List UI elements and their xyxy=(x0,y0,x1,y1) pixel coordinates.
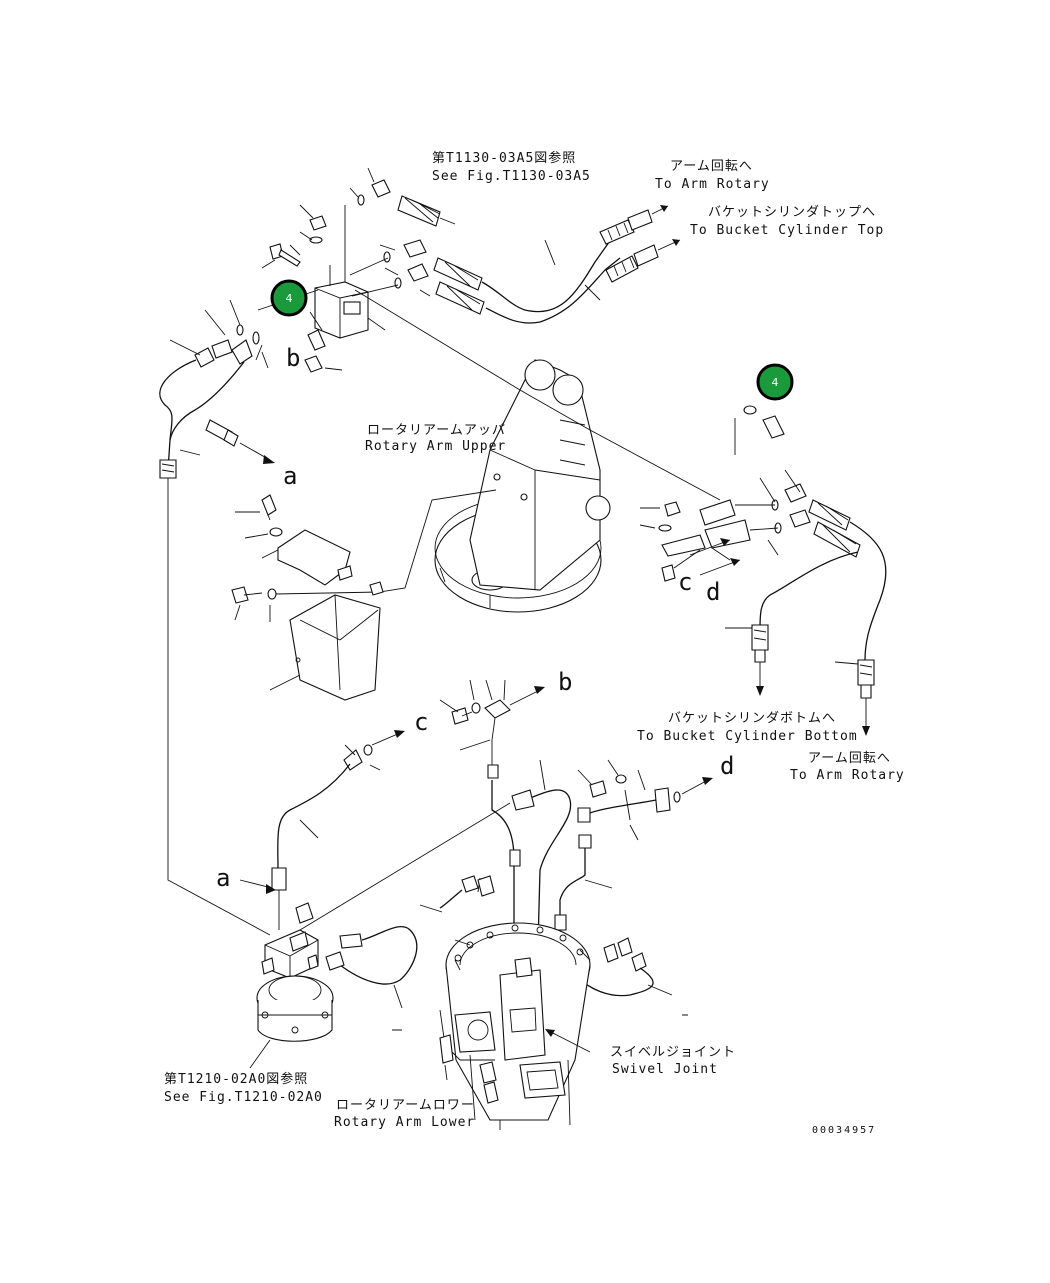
bucket-top-jp: バケットシリンダトップへ xyxy=(708,205,876,220)
rotary-arm-lower xyxy=(439,922,591,1130)
svg-text:4: 4 xyxy=(772,376,779,389)
callout-d-lower: d xyxy=(720,752,734,780)
svg-text:4: 4 xyxy=(286,292,293,305)
rotary-arm-upper xyxy=(354,289,721,613)
rotary-lower-jp: ロータリアームロワー xyxy=(336,1098,475,1113)
ref-top-jp: 第T1130-03A5図参照 xyxy=(432,150,576,166)
swivel-joint-en: Swivel Joint xyxy=(612,1062,718,1077)
bucket-bottom-en: To Bucket Cylinder Bottom xyxy=(637,729,858,744)
item-badge-right[interactable]: 4 xyxy=(756,363,794,401)
left-hose-assembly xyxy=(159,289,319,936)
item-badge-left[interactable]: 4 xyxy=(270,279,308,317)
callout-a-lower: a xyxy=(216,864,230,892)
rotary-lower-en: Rotary Arm Lower xyxy=(334,1115,475,1130)
arm-rotary-top-jp: アーム回転へ xyxy=(670,159,753,174)
callout-a-upper: a xyxy=(283,462,297,490)
ref-top-en: See Fig.T1130-03A5 xyxy=(432,169,591,184)
swing-motor xyxy=(249,929,334,1069)
upper-manifold-assembly xyxy=(261,167,485,373)
callout-d-upper: d xyxy=(706,578,720,606)
bucket-top-en: To Bucket Cylinder Top xyxy=(690,223,884,238)
middle-pipes xyxy=(239,679,713,930)
ref-bottom-en: See Fig.T1210-02A0 xyxy=(164,1090,323,1105)
cover-bracket xyxy=(231,489,497,701)
arm-rotary-top-en: To Arm Rotary xyxy=(655,177,770,192)
rotary-upper-jp: ロータリアームアッパ xyxy=(367,423,506,438)
drawing-number: 00034957 xyxy=(812,1125,876,1136)
rotary-upper-en: Rotary Arm Upper xyxy=(365,439,506,454)
upper-right-hoses xyxy=(481,205,681,324)
lower-hoses xyxy=(295,759,688,1031)
text-labels: 第T1130-03A5図参照 See Fig.T1130-03A5 アーム回転へ… xyxy=(164,150,905,1136)
swivel-joint-jp: スイベルジョイント xyxy=(610,1045,736,1060)
callout-b-lower: b xyxy=(558,668,572,696)
right-bracket-assembly xyxy=(639,405,887,736)
callout-c-upper: c xyxy=(678,568,692,596)
ref-bottom-jp: 第T1210-02A0図参照 xyxy=(164,1071,308,1087)
bucket-bottom-jp: バケットシリンダボトムへ xyxy=(668,711,836,726)
callout-letters: b a c d b c d a xyxy=(216,344,734,892)
callout-b-upper: b xyxy=(286,344,300,372)
arm-rotary-right-en: To Arm Rotary xyxy=(790,768,905,783)
arm-rotary-right-jp: アーム回転へ xyxy=(808,751,891,766)
callout-c-lower: c xyxy=(414,708,428,736)
